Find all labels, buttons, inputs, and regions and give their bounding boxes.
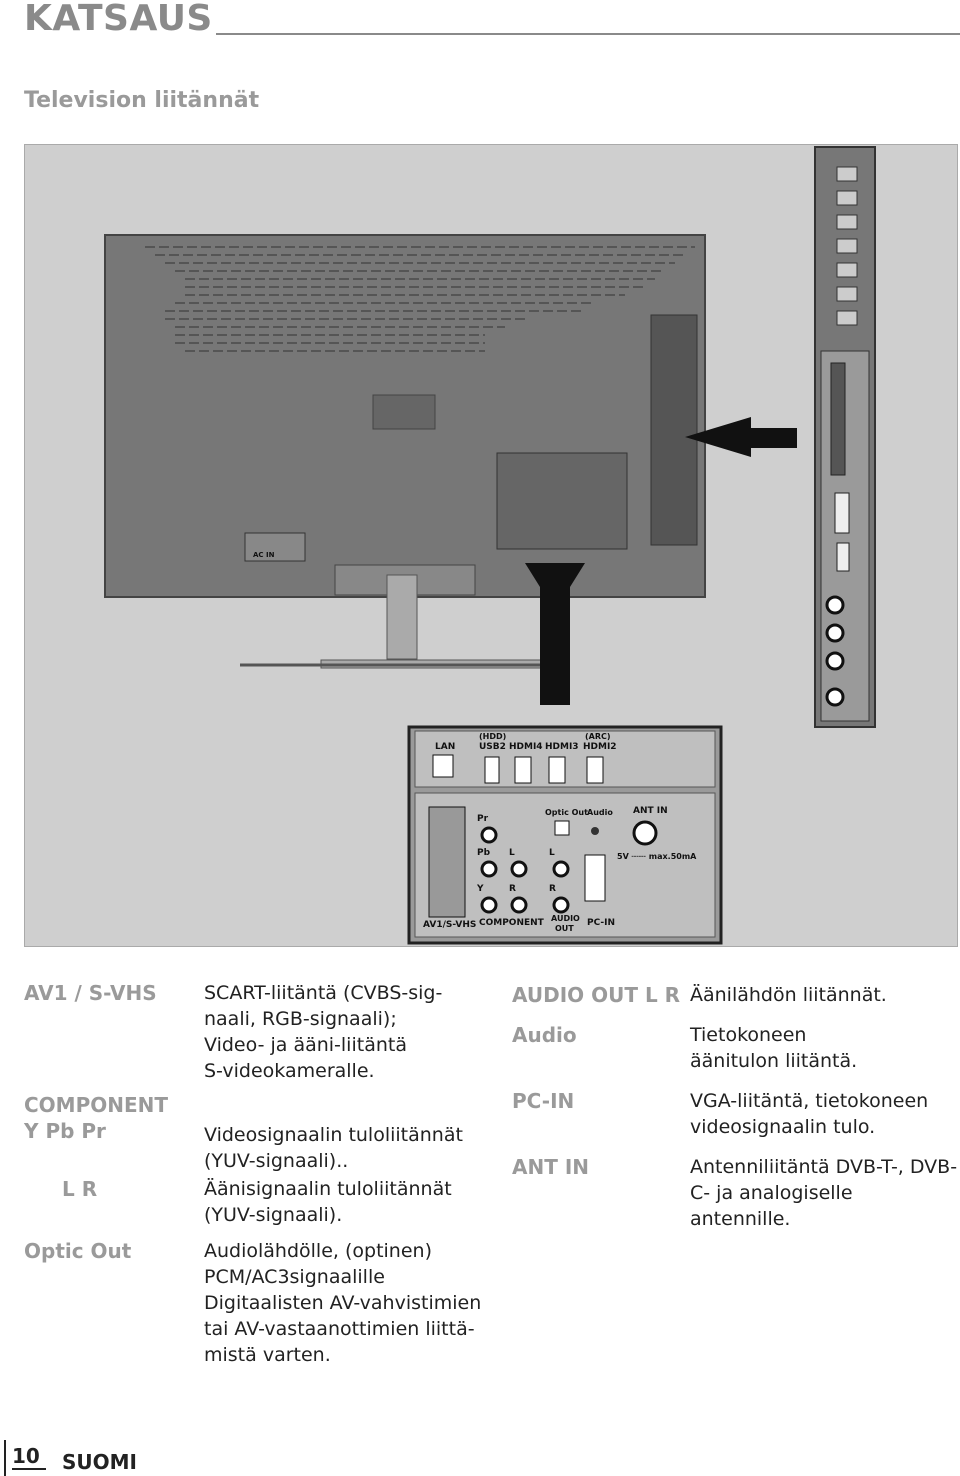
svg-text:(ARC): (ARC) xyxy=(585,732,611,741)
svg-text:AUDIO: AUDIO xyxy=(551,914,580,923)
ac-in-label: AC IN xyxy=(253,551,275,559)
section-subtitle: Television liitännät xyxy=(24,88,260,113)
page-number: 10 xyxy=(12,1444,46,1470)
footer-bar xyxy=(4,1440,6,1476)
svg-text:5V ╌╌╌ max.50mA: 5V ╌╌╌ max.50mA xyxy=(617,852,697,861)
desc-pc-in: VGA-liitäntä, tietokoneen videosignaalin… xyxy=(690,1090,929,1138)
svg-text:R: R xyxy=(549,884,556,894)
svg-text:COMPONENT: COMPONENT xyxy=(479,918,545,928)
label-pc-in: PC-IN xyxy=(512,1089,575,1113)
side-buttons xyxy=(836,166,858,326)
vent-lines xyxy=(145,246,695,352)
tv-connections-figure: AC IN xyxy=(24,144,958,947)
desc-audio: Tietokoneen äänitulon liitäntä. xyxy=(690,1024,858,1072)
svg-text:Optic Out: Optic Out xyxy=(545,808,588,817)
page-heading: KATSAUS xyxy=(24,0,960,39)
svg-text:HDMI3: HDMI3 xyxy=(545,742,579,752)
title-rule xyxy=(216,33,960,35)
arrow-up xyxy=(525,563,585,705)
svg-text:AV1/S-VHS: AV1/S-VHS xyxy=(423,920,476,930)
svg-text:L: L xyxy=(509,848,515,858)
svg-text:HDMI2: HDMI2 xyxy=(583,742,617,752)
label-av1-svhs: AV1 / S-VHS xyxy=(24,981,157,1005)
svg-text:L: L xyxy=(549,848,555,858)
svg-text:Y: Y xyxy=(476,884,484,894)
desc-av1-svhs: SCART-liitäntä (CVBS-sig- naali, RGB-sig… xyxy=(204,982,443,1082)
svg-text:(HDD): (HDD) xyxy=(479,732,506,741)
svg-text:HDMI4: HDMI4 xyxy=(509,742,543,752)
language-label: SUOMI xyxy=(62,1450,137,1474)
side-jacks xyxy=(825,595,845,707)
page-title: KATSAUS xyxy=(24,0,213,39)
label-ant-in: ANT IN xyxy=(512,1155,590,1179)
desc-audio-out: Äänilähdön liitännät. xyxy=(690,984,887,1006)
svg-text:Pr: Pr xyxy=(477,814,489,824)
arrow-right xyxy=(685,417,797,457)
label-optic-out: Optic Out xyxy=(24,1239,132,1263)
svg-text:USB2: USB2 xyxy=(479,742,506,752)
desc-optic-out: Audiolähdölle, (optinen) PCM/AC3signaali… xyxy=(204,1240,482,1366)
svg-text:Audio: Audio xyxy=(587,808,613,817)
ac-in-box xyxy=(244,532,306,562)
tv-illustration: AC IN xyxy=(104,146,876,945)
desc-l-r: Äänisignaalin tuloliitännät (YUV-signaal… xyxy=(204,1178,452,1226)
svg-text:R: R xyxy=(509,884,516,894)
svg-text:OUT: OUT xyxy=(555,924,574,933)
label-audio-out: AUDIO OUT L R xyxy=(512,983,681,1007)
svg-text:ANT IN: ANT IN xyxy=(633,806,668,816)
svg-text:LAN: LAN xyxy=(435,742,455,752)
label-l-r: L R xyxy=(62,1177,98,1201)
svg-text:PC-IN: PC-IN xyxy=(587,918,615,928)
desc-component: Videosignaalin tuloliitännät (YUV-signaa… xyxy=(204,1124,463,1172)
label-component: COMPONENT Y Pb Pr xyxy=(24,1093,169,1143)
page-footer: 10 SUOMI xyxy=(0,1436,200,1476)
desc-ant-in: Antenniliitäntä DVB-T-, DVB- C- ja analo… xyxy=(690,1156,958,1230)
svg-text:Pb: Pb xyxy=(477,848,491,858)
label-audio: Audio xyxy=(512,1023,577,1047)
